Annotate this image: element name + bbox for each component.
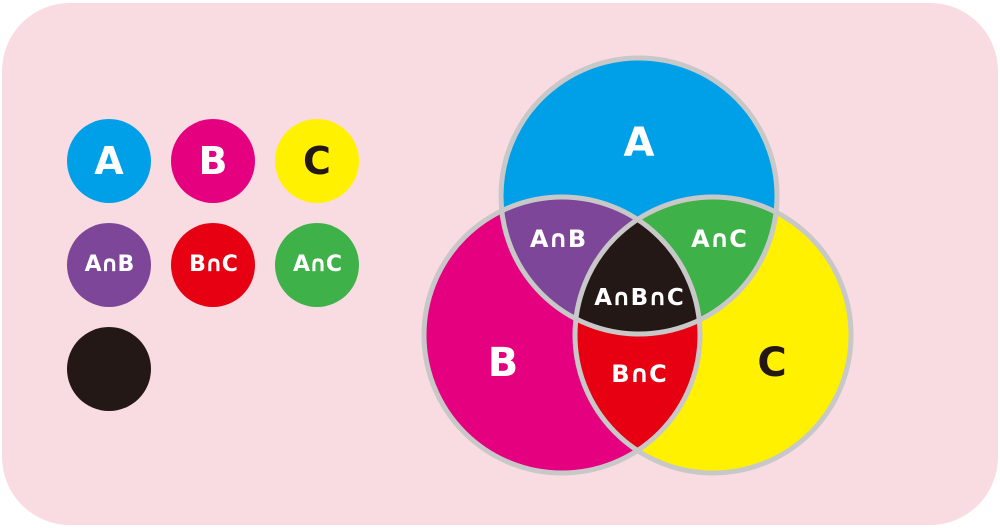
- legend-swatch-a: A: [67, 119, 151, 203]
- venn-outline-a: [498, 55, 780, 337]
- venn-outline-c: [572, 194, 854, 476]
- legend-label-c: C: [303, 139, 331, 183]
- venn-outlines: [421, 55, 854, 476]
- legend-label-b-and-c: B∩C: [189, 252, 238, 277]
- legend-label-a: A: [94, 139, 124, 183]
- legend-swatch-b: B: [171, 119, 255, 203]
- legend-label-a-and-b: A∩B: [84, 252, 135, 277]
- legend-swatch-c: C: [275, 119, 359, 203]
- venn-label-a-and-c: A∩C: [691, 225, 747, 253]
- venn-label-c: C: [757, 340, 786, 386]
- venn-outline-b: [421, 194, 703, 476]
- venn-region-a-and-b-and-c: [575, 197, 700, 334]
- venn-label-a: A: [624, 120, 655, 166]
- venn-label-b: B: [488, 340, 519, 386]
- legend-swatch-a-and-c: A∩C: [275, 223, 359, 307]
- venn-label-a-and-b-and-c: A∩B∩C: [594, 285, 684, 311]
- venn-label-a-and-b: A∩B: [530, 225, 586, 253]
- legend-label-a-and-c: A∩C: [292, 252, 342, 277]
- legend-label-b: B: [198, 139, 228, 183]
- legend-swatch-a-and-b-and-c: [67, 327, 151, 411]
- legend-swatch-b-and-c: B∩C: [171, 223, 255, 307]
- venn-label-b-and-c: B∩C: [611, 360, 666, 388]
- legend-swatch-a-and-b: A∩B: [67, 223, 151, 307]
